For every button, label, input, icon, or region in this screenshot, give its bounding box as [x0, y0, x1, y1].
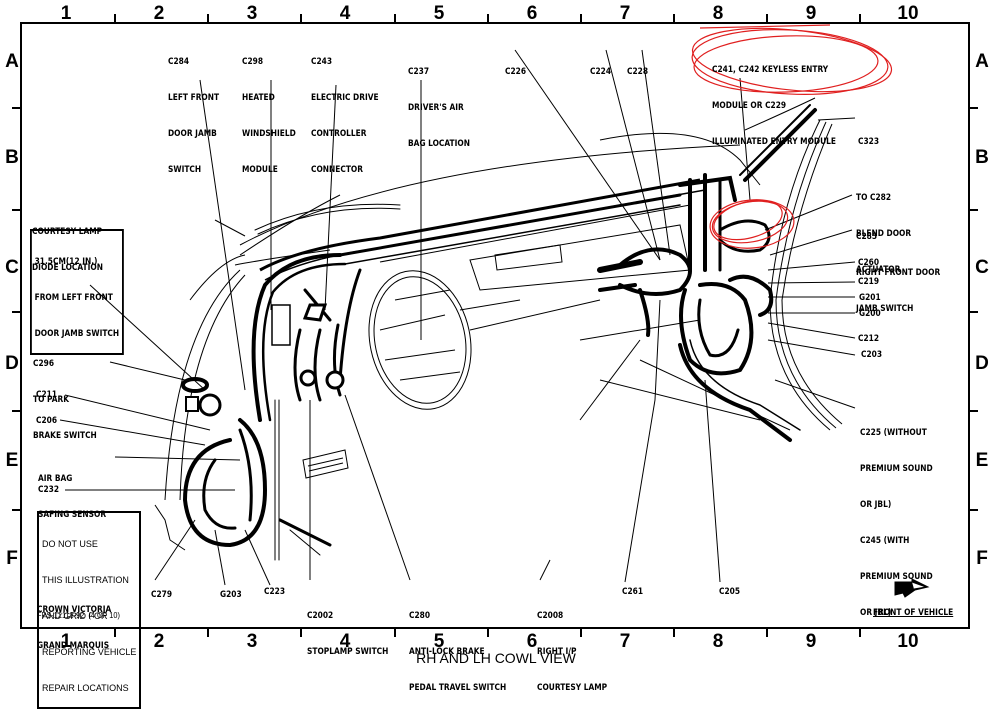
callout-c282: TO C282 BLEND DOOR ACTUATOR [856, 193, 912, 275]
grid-row-f: F [976, 548, 988, 569]
grid-row-b: B [5, 147, 19, 168]
callout-c243: C243 ELECTRIC DRIVE CONTROLLER CONNECTOR [311, 57, 379, 175]
red-annotation [691, 24, 893, 249]
grid-row-c: C [975, 257, 989, 278]
grid-col-4: 4 [339, 3, 351, 24]
front-of-vehicle-arrow-icon [894, 578, 930, 598]
callout-c203: C203 [861, 350, 883, 360]
grid-col-4: 4 [339, 631, 351, 652]
grid-col-6: 6 [526, 631, 538, 652]
diagram-title: RH AND LH COWL VIEW [416, 650, 576, 666]
callout-c224: C224 [590, 67, 612, 77]
callout-c206: C206 [36, 416, 58, 426]
steering-wheel [368, 270, 472, 410]
callout-c280: C280 ANTI-LOCK BRAKE PEDAL TRAVEL SWITCH [409, 611, 507, 693]
callout-c323: C323 [858, 137, 880, 147]
grid-ticks [12, 14, 978, 637]
grid-col-7: 7 [619, 631, 631, 652]
callout-c205: C205 [719, 587, 741, 597]
grid-row-c: C [5, 257, 19, 278]
grid-col-5: 5 [433, 3, 445, 24]
grid-col-2: 2 [153, 631, 165, 652]
courtesy-lamp-distance-box: 31.5CM(12 IN.) FROM LEFT FRONT DOOR JAMB… [30, 229, 124, 355]
diagram-frame [20, 22, 970, 629]
document-reference: FPS-12118-92 (4 OF 10) [37, 611, 120, 620]
callout-c285: C285 RIGHT FRONT DOOR JAMB SWITCH [856, 232, 941, 314]
grid-col-2: 2 [153, 3, 165, 24]
grid-col-7: 7 [619, 3, 631, 24]
grid-row-a: A [5, 51, 19, 72]
callout-air-bag-safing-sensor: AIR BAG SAFING SENSOR [38, 474, 107, 520]
grid-col-9: 9 [805, 3, 817, 24]
callout-courtesy-lamp-diode: COURTESY LAMP DIODE LOCATION [32, 227, 103, 273]
grid-col-8: 8 [712, 631, 724, 652]
grid-row-b: B [975, 147, 989, 168]
grid-col-9: 9 [805, 631, 817, 652]
grid-row-e: E [5, 450, 19, 471]
grid-row-e: E [975, 450, 989, 471]
left-components [181, 303, 349, 479]
grid-col-5: 5 [433, 631, 445, 652]
wiring-diagram-drawing [12, 14, 978, 637]
callout-c296: C296 TO PARK BRAKE SWITCH [33, 359, 97, 441]
callout-g201: G201 [859, 293, 881, 303]
grid-col-3: 3 [246, 3, 258, 24]
vehicle-models: CROWN VICTORIA GRAND MARQUIS [37, 605, 112, 651]
grid-col-8: 8 [712, 3, 724, 24]
callout-g203: G203 [220, 590, 242, 600]
callout-c237: C237 DRIVER'S AIR BAG LOCATION [408, 67, 470, 149]
callout-c212: C212 [858, 334, 880, 344]
grid-row-d: D [5, 353, 19, 374]
callout-c260: C260 [858, 258, 880, 268]
callout-c223: C223 [264, 587, 286, 597]
grid-col-10: 10 [897, 3, 919, 24]
callout-c225-c245: C225 (WITHOUT PREMIUM SOUND OR JBL) C245… [860, 428, 933, 618]
grid-row-d: D [975, 353, 989, 374]
callout-c261: C261 [622, 587, 644, 597]
callout-c211: C211 [36, 390, 58, 400]
grid-col-3: 3 [246, 631, 258, 652]
callout-c219: C219 [858, 277, 880, 287]
grid-col-6: 6 [526, 3, 538, 24]
callout-c228: C228 [627, 67, 649, 77]
callout-c2002: C2002 STOPLAMP SWITCH [307, 611, 389, 657]
callout-g200: G200 [859, 309, 881, 319]
callout-c298: C298 HEATED WINDSHIELD MODULE [242, 57, 296, 175]
callout-c226: C226 [505, 67, 527, 77]
front-of-vehicle-label: FRONT OF VEHICLE [873, 608, 954, 618]
callout-c232: C232 [38, 485, 60, 495]
callout-c2008: C2008 RIGHT I/P COURTESY LAMP [537, 611, 608, 693]
leader-lines [59, 49, 856, 586]
callout-c284: C284 LEFT FRONT DOOR JAMB SWITCH [168, 57, 220, 175]
grid-row-a: A [975, 51, 989, 72]
grid-col-10: 10 [897, 631, 919, 652]
grid-row-f: F [6, 548, 18, 569]
callout-c279: C279 [151, 590, 173, 600]
grid-col-1: 1 [60, 3, 72, 24]
grid-col-1: 1 [60, 631, 72, 652]
callout-keyless-entry-module: C241, C242 KEYLESS ENTRY MODULE OR C229 … [712, 65, 836, 147]
